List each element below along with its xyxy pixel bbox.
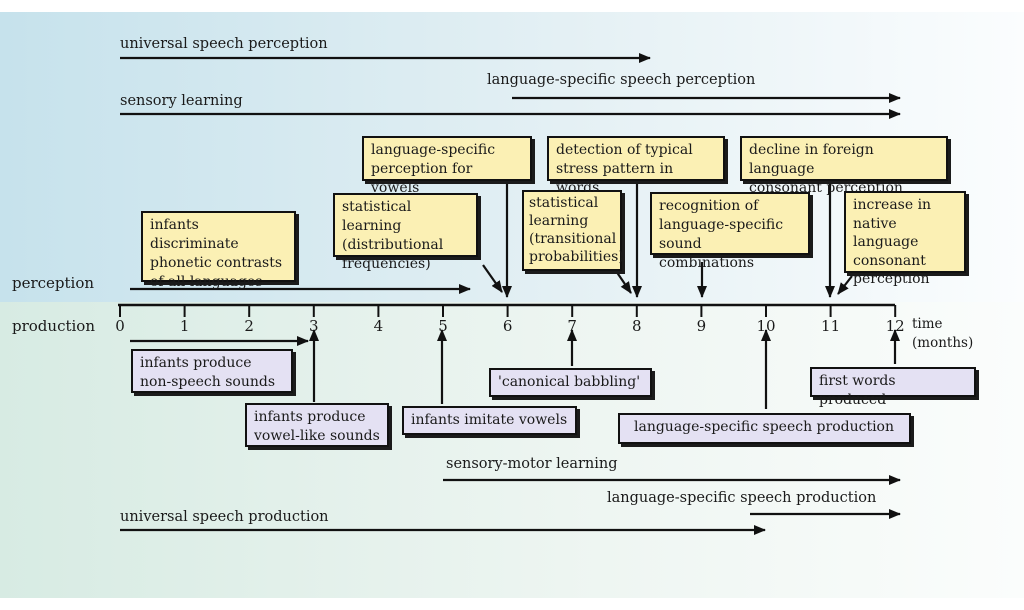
transitional-arrow xyxy=(613,267,632,294)
tick-label-10: 10 xyxy=(756,317,776,335)
imitate-box: infants imitate vowels xyxy=(402,406,577,435)
statistical-transitional-box: statistical learning (transitional proba… xyxy=(522,190,624,271)
tick-label-4: 4 xyxy=(373,317,384,335)
tick-label-0: 0 xyxy=(115,317,125,335)
tick-label-9: 9 xyxy=(696,317,707,335)
language-specific-perception-label: language-specific speech perception xyxy=(487,72,756,88)
tick-label-7: 7 xyxy=(567,317,577,335)
axis-unit-time: time xyxy=(912,316,943,332)
sensory-learning-label: sensory learning xyxy=(120,93,243,109)
native-increase-arrow xyxy=(837,275,853,295)
tick-label-1: 1 xyxy=(179,317,190,335)
sensory-motor-label: sensory-motor learning xyxy=(446,456,618,472)
canonical-box: 'canonical babbling' xyxy=(489,368,652,397)
foreign-decline-box: decline in foreign language consonant pe… xyxy=(740,136,948,196)
tick-label-8: 8 xyxy=(632,317,642,335)
tick-label-6: 6 xyxy=(502,317,513,335)
vowels-box: language-specific perception for vowels xyxy=(362,136,532,196)
language-specific-production-box: language-specific speech production xyxy=(618,413,911,444)
non-speech-box: infants produce non-speech sounds xyxy=(131,349,293,393)
perception-label: perception xyxy=(12,274,95,292)
production-label: production xyxy=(12,317,95,335)
axis-unit-months: (months) xyxy=(912,335,974,351)
axis-ticks xyxy=(119,305,897,317)
universal-production-label: universal speech production xyxy=(120,509,329,525)
stress-box: detection of typical stress pattern in w… xyxy=(547,136,725,196)
sound-combinations-box: recognition of language-specific sound c… xyxy=(650,192,810,271)
tick-label-3: 3 xyxy=(309,317,319,335)
universal-perception-label: universal speech perception xyxy=(120,36,328,52)
statistical-distributional-box: statistical learning (distributional fre… xyxy=(333,193,478,272)
language-specific-production-label: language-specific speech production xyxy=(607,490,877,506)
tick-label-12: 12 xyxy=(885,317,905,335)
production-band xyxy=(0,302,1024,598)
tick-label-2: 2 xyxy=(244,317,254,335)
vowel-like-box: infants produce vowel-like sounds xyxy=(245,403,389,447)
tick-label-5: 5 xyxy=(438,317,448,335)
first-words-box: first words produced xyxy=(810,367,976,408)
distributional-arrow xyxy=(482,264,503,293)
native-increase-box: increase in native language consonant pe… xyxy=(844,191,966,287)
discriminate-box: infants discriminate phonetic contrasts … xyxy=(141,211,296,290)
tick-label-11: 11 xyxy=(821,317,841,335)
